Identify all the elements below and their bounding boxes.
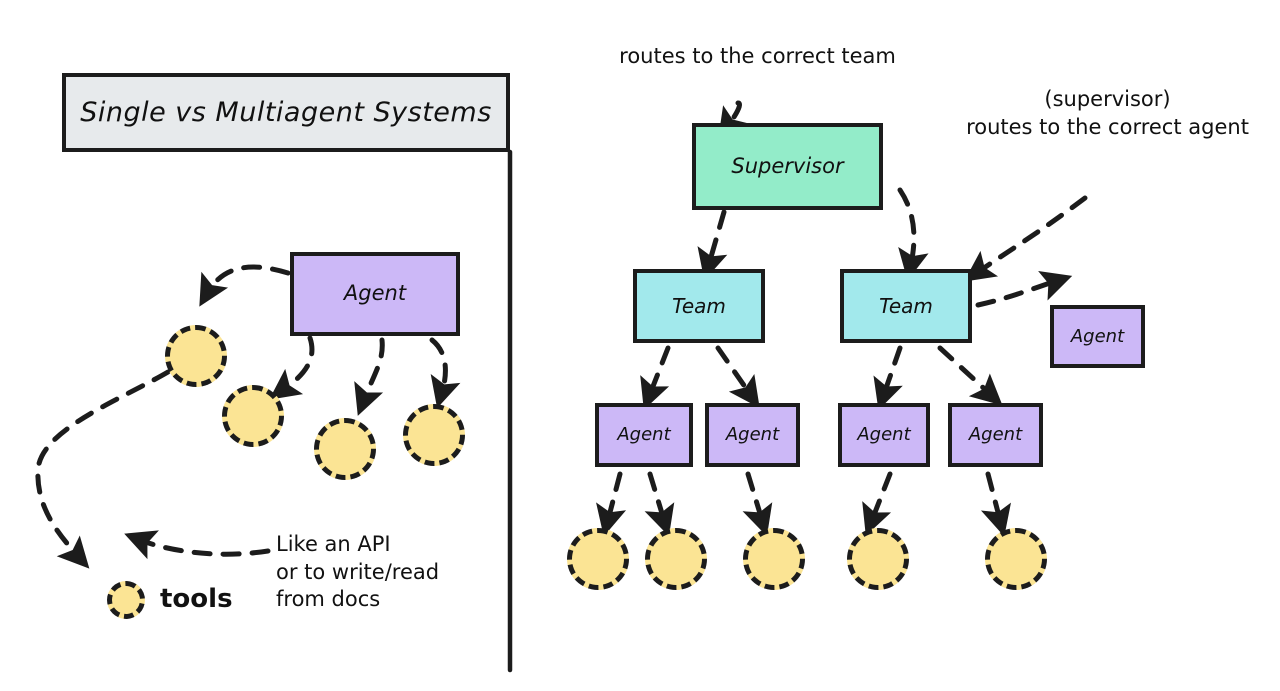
node-agent-4[interactable]: Agent — [948, 403, 1043, 467]
arrow-note-to-legend — [124, 530, 271, 560]
arrow-agent-to-tool-2 — [269, 335, 315, 400]
annotation-routes-to-team: routes to the correct team — [619, 44, 896, 68]
tool-circle-left-4[interactable] — [403, 404, 465, 466]
tool-circle-right-5[interactable] — [985, 528, 1047, 590]
arrow-agent-to-tool-3 — [354, 337, 385, 416]
tool-circle-left-3[interactable] — [314, 418, 376, 480]
annotation-routes-to-agent: (supervisor) routes to the correct agent — [966, 87, 1249, 139]
arrow-agent4-to-tool-5 — [980, 471, 1011, 537]
arrow-agent2-to-tool-2 — [644, 471, 675, 537]
node-agent-callout[interactable]: Agent — [1050, 305, 1145, 368]
tool-circle-right-3[interactable] — [743, 528, 805, 590]
tool-circle-left-1[interactable] — [165, 325, 227, 387]
tools-legend-circle — [107, 581, 145, 619]
arrow-team-to-callout-agent — [975, 270, 1073, 308]
arrow-tool-to-legend — [35, 369, 171, 569]
tool-circle-left-2[interactable] — [222, 385, 284, 447]
arrow-team2-to-agent3 — [873, 345, 903, 411]
node-team-2[interactable]: Team — [840, 269, 972, 343]
node-agent-1[interactable]: Agent — [595, 403, 693, 467]
arrow-agent-to-tool-1 — [199, 264, 291, 307]
arrow-team2-to-agent4 — [937, 345, 1003, 406]
tools-note-text: Like an API or to write/read from docs — [276, 532, 440, 612]
node-agent-3[interactable]: Agent — [838, 403, 930, 467]
tool-circle-right-2[interactable] — [645, 528, 707, 590]
arrow-agent2-to-tool-3 — [742, 471, 773, 537]
arrow-agent-to-tool-4 — [429, 337, 461, 409]
node-agent-2[interactable]: Agent — [705, 403, 800, 467]
arrow-supervisor-to-team-1 — [697, 209, 728, 281]
tool-circle-right-1[interactable] — [567, 528, 629, 590]
arrow-agent1-to-tool-1 — [596, 471, 627, 537]
node-agent-single[interactable]: Agent — [290, 252, 460, 336]
tools-legend-label: tools — [160, 584, 233, 614]
arrow-team1-to-agent2 — [715, 345, 760, 408]
arrow-agent3-to-tool-4 — [862, 471, 893, 536]
arrow-supervisor-to-team-2 — [897, 187, 929, 281]
node-team-1[interactable]: Team — [633, 269, 765, 343]
tool-circle-right-4[interactable] — [847, 528, 909, 590]
leader-routes-to-team — [718, 100, 749, 140]
page-title: Single vs Multiagent Systems — [62, 73, 510, 152]
arrow-team1-to-agent1 — [640, 345, 671, 410]
node-supervisor[interactable]: Supervisor — [692, 123, 883, 210]
leader-routes-to-agent — [963, 195, 1088, 282]
